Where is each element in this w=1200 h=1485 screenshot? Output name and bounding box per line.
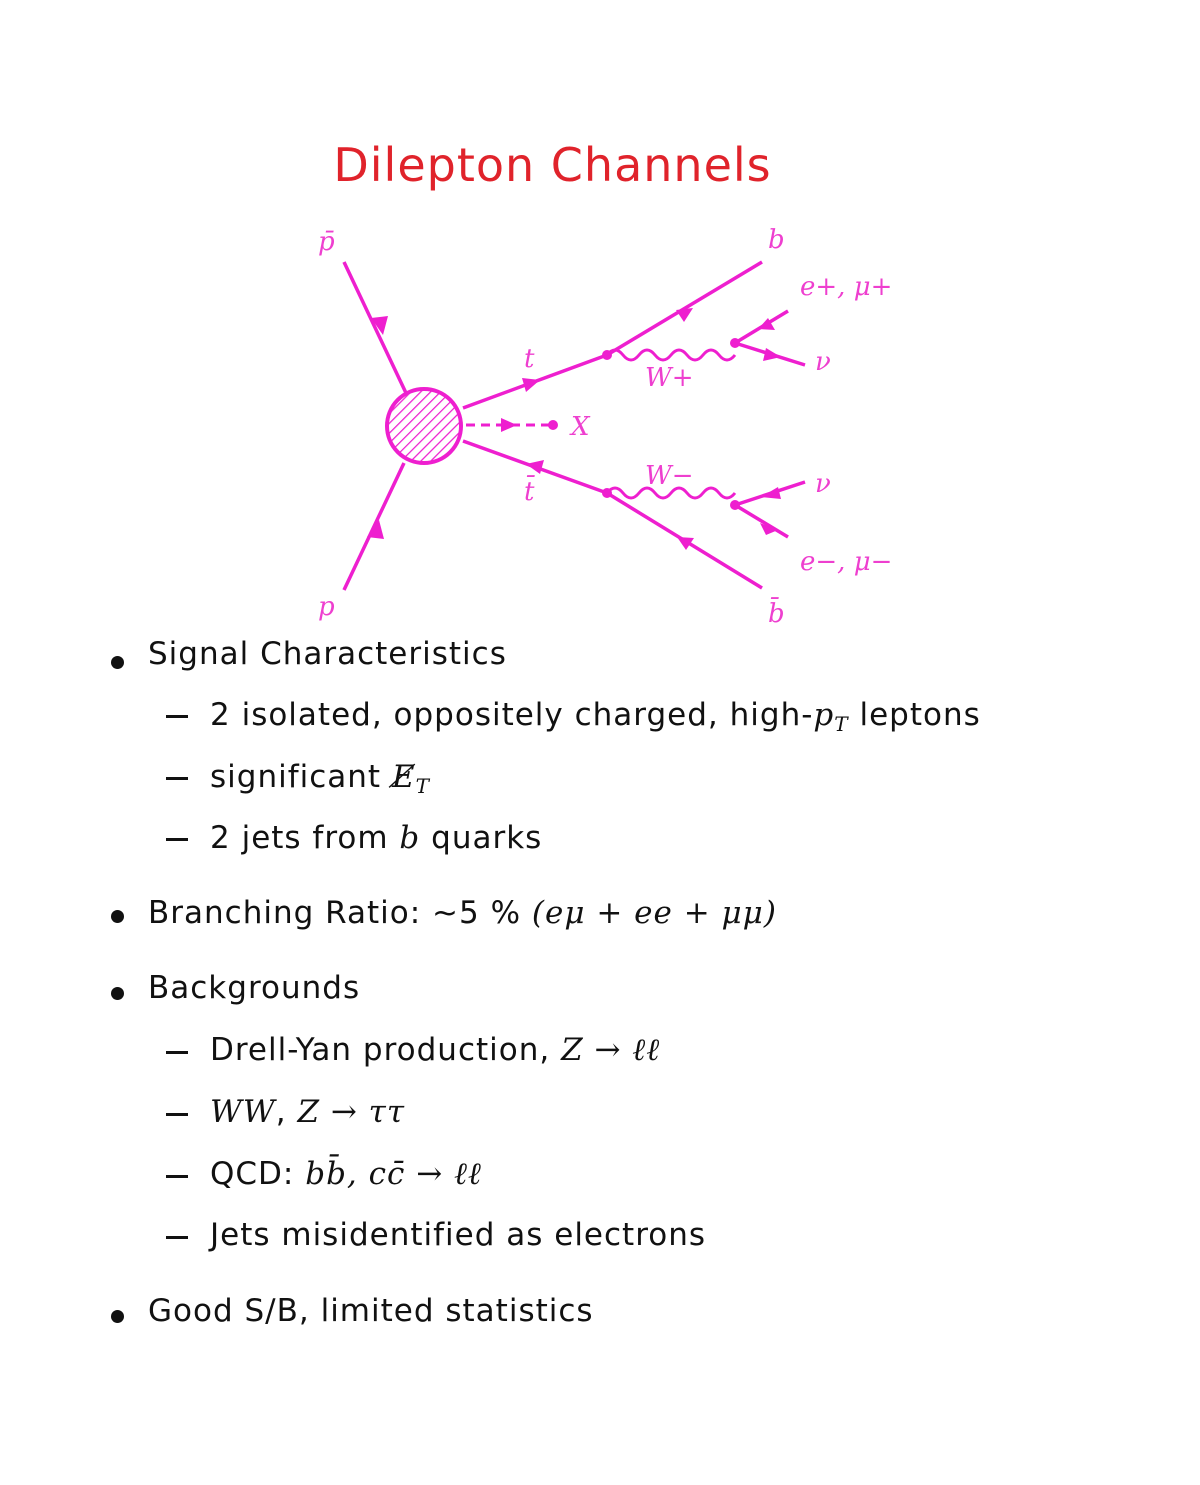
sub-dash: [166, 715, 188, 718]
bullet-dot: [111, 1310, 124, 1323]
pbar-line: [342, 261, 408, 394]
bullet-dot: [111, 656, 124, 669]
feynman-diagram: p̄ p t t̄ X b b̄ W+ W− e+, μ+ e−, μ− ν ν: [318, 225, 892, 629]
wplus-boson: [605, 348, 737, 362]
wminus-boson: [605, 486, 737, 500]
label-tbar: t̄: [524, 474, 536, 507]
signal-heading: Signal Characteristics: [148, 636, 507, 672]
sub-dash: [166, 1113, 188, 1116]
arrow-pbar: [371, 316, 388, 335]
arrow-antitop: [526, 460, 544, 474]
label-nu-bottom: ν: [815, 469, 831, 499]
arrow-nu-bottom: [761, 487, 781, 499]
label-lminus: e−, μ−: [800, 547, 892, 577]
label-b: b: [768, 225, 785, 255]
arrow-bbar: [677, 537, 694, 550]
signal-item-1: 2 isolated, oppositely charged, high-pT …: [210, 697, 981, 736]
p-line: [342, 462, 406, 591]
label-x: X: [569, 412, 591, 442]
sub-dash: [166, 838, 188, 841]
bullet-dot: [111, 987, 124, 1000]
label-lplus: e+, μ+: [800, 272, 892, 302]
label-wplus: W+: [645, 363, 694, 393]
branching-ratio: Branching Ratio: ∼5 % (eμ + ee + μμ): [148, 895, 777, 931]
arrow-lminus: [760, 523, 778, 535]
sub-dash: [166, 1051, 188, 1054]
arrow-b: [676, 308, 693, 322]
backgrounds-item-4: Jets misidentified as electrons: [210, 1217, 707, 1253]
arrow-top: [522, 378, 540, 392]
good-sb: Good S/B, limited statistics: [148, 1293, 594, 1329]
signal-item-3: 2 jets from b quarks: [210, 820, 543, 856]
b-line: [606, 260, 763, 357]
label-t: t: [524, 344, 535, 374]
arrow-lplus: [758, 318, 775, 330]
label-bbar: b̄: [768, 596, 785, 629]
signal-item-2: significant E̸T: [210, 759, 430, 798]
interaction-blob: [385, 387, 463, 465]
label-p: p: [318, 592, 335, 622]
label-pbar: p̄: [318, 227, 335, 257]
arrow-x: [501, 418, 517, 432]
lminus-line: [734, 503, 789, 539]
backgrounds-item-3: QCD: bb̄, cc̄ → ℓℓ: [210, 1156, 482, 1192]
sub-dash: [166, 1175, 188, 1178]
bullet-dot: [111, 910, 124, 923]
arrow-p: [367, 520, 384, 539]
label-wminus: W−: [645, 461, 694, 491]
backgrounds-item-2: WW, Z → ττ: [210, 1094, 405, 1130]
backgrounds-heading: Backgrounds: [148, 970, 361, 1006]
label-nu-top: ν: [815, 347, 831, 377]
page-title: Dilepton Channels: [333, 138, 772, 192]
sub-dash: [166, 1236, 188, 1239]
sub-dash: [166, 777, 188, 780]
arrow-nu-top: [763, 348, 781, 361]
backgrounds-item-1: Drell-Yan production, Z → ℓℓ: [210, 1032, 661, 1068]
